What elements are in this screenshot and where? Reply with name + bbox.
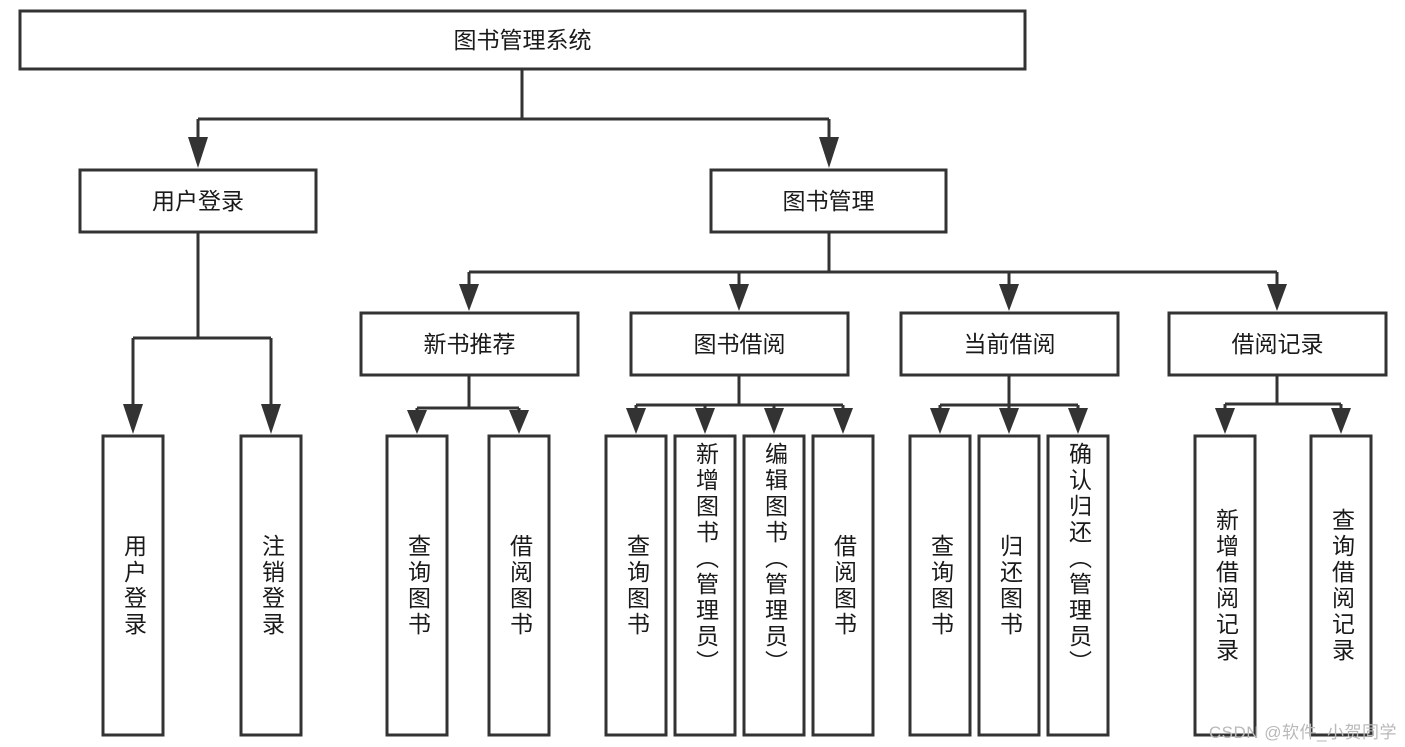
arrow-head-user-login <box>188 137 208 168</box>
node-box-leaf-return-book[interactable] <box>977 434 1041 737</box>
arrow-head-book-borrow <box>729 284 749 311</box>
node-box-leaf-borrow-book-2[interactable] <box>811 434 875 737</box>
arrow-head-leaf-confirm-return <box>1068 408 1088 434</box>
arrow-head-leaf-user-logout <box>261 404 281 434</box>
node-box-new-book-rec[interactable] <box>359 311 580 377</box>
connector-group-borrow-record-to-leaves <box>1215 375 1351 434</box>
arrow-head-current-borrow <box>999 284 1019 311</box>
node-box-leaf-query-book-3[interactable] <box>908 434 972 737</box>
csdn-watermark: CSDN @软件_小贺同学 <box>1208 723 1397 742</box>
node-box-root[interactable] <box>18 9 1027 71</box>
node-box-leaf-user-logout[interactable] <box>239 434 303 737</box>
node-box-leaf-add-record[interactable] <box>1193 434 1257 737</box>
node-box-leaf-confirm-return[interactable] <box>1046 434 1110 737</box>
node-box-user-login[interactable] <box>78 168 318 234</box>
node-box-leaf-borrow-book-1[interactable] <box>487 434 551 737</box>
node-box-leaf-user-login[interactable] <box>101 434 165 737</box>
connector-group-current-borrow-to-leaves <box>930 375 1088 434</box>
arrow-head-leaf-query-book-2 <box>626 408 646 434</box>
node-box-leaf-query-book-1[interactable] <box>385 434 449 737</box>
connector-group-new-book-rec-to-leaves <box>407 375 529 434</box>
arrow-head-leaf-add-record <box>1215 408 1235 434</box>
arrow-head-borrow-record <box>1267 284 1287 311</box>
arrow-head-leaf-add-book <box>695 408 715 434</box>
node-box-leaf-query-record[interactable] <box>1309 434 1373 737</box>
node-box-current-borrow[interactable] <box>899 311 1120 377</box>
arrow-head-leaf-query-record <box>1331 408 1351 434</box>
arrow-head-leaf-user-login <box>123 404 143 434</box>
connector-group-book-manage-to-level3 <box>459 232 1287 311</box>
arrow-head-leaf-return-book <box>999 408 1019 434</box>
node-box-leaf-query-book-2[interactable] <box>604 434 668 737</box>
node-box-leaf-add-book[interactable] <box>673 434 737 737</box>
arrow-head-leaf-borrow-book-2 <box>833 408 853 434</box>
arrow-head-leaf-edit-book <box>764 408 784 434</box>
connector-group-book-borrow-to-leaves <box>626 375 853 434</box>
connector-group-root-to-level2 <box>188 69 839 168</box>
node-box-book-borrow[interactable] <box>629 311 850 377</box>
arrow-head-book-manage <box>819 137 839 168</box>
node-box-borrow-record[interactable] <box>1167 311 1388 377</box>
connector-group-user-login-to-leaves <box>123 232 281 434</box>
node-box-leaf-edit-book[interactable] <box>742 434 806 737</box>
node-box-book-manage[interactable] <box>709 168 948 234</box>
arrow-head-leaf-query-book-3 <box>930 408 950 434</box>
arrow-head-leaf-query-book-1 <box>407 410 427 434</box>
arrow-head-leaf-borrow-book-1 <box>509 410 529 434</box>
arrow-head-new-book-rec <box>459 284 479 311</box>
